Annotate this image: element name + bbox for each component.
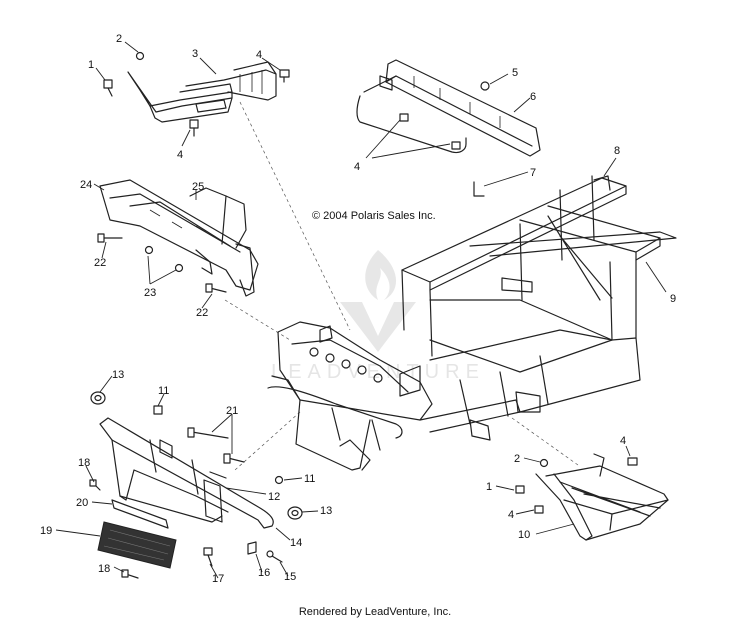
bolt-icon <box>205 283 227 293</box>
bolt-icon <box>279 69 290 83</box>
clip-icon <box>247 541 257 555</box>
copyright-text: © 2004 Polaris Sales Inc. <box>312 210 436 222</box>
callout-18: 18 <box>78 457 90 469</box>
bolt-icon <box>189 119 199 137</box>
bolt-icon <box>97 233 123 243</box>
nut-icon <box>174 263 184 273</box>
bolt-icon <box>627 457 638 466</box>
plug-icon <box>90 391 106 405</box>
callout-18: 18 <box>98 563 110 575</box>
callout-13: 13 <box>112 369 124 381</box>
screw-icon <box>89 479 101 491</box>
callout-6: 6 <box>530 91 536 103</box>
callout-11: 11 <box>304 473 315 485</box>
callout-12: 12 <box>268 491 280 503</box>
reference-line <box>234 411 301 471</box>
bolt-icon <box>399 113 409 122</box>
nut-icon <box>274 475 284 485</box>
callout-24: 24 <box>80 179 92 191</box>
nut-icon <box>539 458 549 468</box>
reference-line <box>224 299 291 341</box>
callout-4: 4 <box>177 149 183 161</box>
part-24-25-bracket-assembly <box>99 179 259 297</box>
callout-15: 15 <box>284 571 296 583</box>
nut-icon <box>480 81 490 91</box>
callout-20: 20 <box>76 497 88 509</box>
callout-22: 22 <box>196 307 208 319</box>
callout-17: 17 <box>212 573 224 585</box>
bolt-icon <box>187 427 229 439</box>
reference-line <box>239 101 351 331</box>
nut-icon <box>144 245 154 255</box>
callout-4: 4 <box>256 49 262 61</box>
callout-3: 3 <box>192 48 198 60</box>
bolt-icon <box>534 505 544 514</box>
callouts: 1 2 3 4 4 5 6 4 7 8 24 25 22 23 22 9 13 … <box>40 33 676 585</box>
reference-line <box>511 417 579 466</box>
part-3-bracket-rail <box>127 61 277 123</box>
part-20-strip <box>111 499 169 529</box>
bolt-icon <box>223 453 245 464</box>
callout-7: 7 <box>530 167 536 179</box>
callout-13: 13 <box>320 505 332 517</box>
callout-19: 19 <box>40 525 52 537</box>
callout-10: 10 <box>518 529 530 541</box>
callout-25: 25 <box>192 181 204 193</box>
watermark-text: LEADVENTURE <box>271 361 485 383</box>
part-6-seat-frame <box>356 59 541 157</box>
callout-23: 23 <box>144 287 156 299</box>
part-8-rail <box>593 175 611 191</box>
callout-5: 5 <box>512 67 518 79</box>
footer-credit: Rendered by LeadVenture, Inc. <box>298 606 452 618</box>
callout-16: 16 <box>258 567 270 579</box>
nut-icon <box>135 51 145 61</box>
callout-4: 4 <box>508 509 514 521</box>
nut-icon <box>153 405 163 415</box>
callout-9: 9 <box>670 293 676 305</box>
part-10-rear-rack <box>535 453 669 541</box>
plug-icon <box>287 506 303 520</box>
callout-4: 4 <box>354 161 360 173</box>
callout-8: 8 <box>614 145 620 157</box>
part-19-grille <box>97 521 177 569</box>
bolt-icon <box>515 485 525 494</box>
pin-icon <box>473 181 485 197</box>
callout-1: 1 <box>486 481 492 493</box>
callout-4: 4 <box>620 435 626 447</box>
screw-icon <box>266 550 283 563</box>
screw-icon <box>121 569 139 579</box>
callout-11: 11 <box>158 385 169 397</box>
leader-lines <box>55 41 667 579</box>
main-frame <box>267 175 677 471</box>
callout-21: 21 <box>226 405 238 417</box>
callout-1: 1 <box>88 59 94 71</box>
bolt-icon <box>451 141 461 150</box>
callout-22: 22 <box>94 257 106 269</box>
callout-2: 2 <box>514 453 520 465</box>
callout-14: 14 <box>290 537 302 549</box>
bolt-icon <box>103 79 113 97</box>
flame-logo-icon <box>340 250 416 352</box>
part-12-14-front-bumper <box>99 417 274 529</box>
watermark: LEADVENTURE <box>271 250 485 383</box>
callout-2: 2 <box>116 33 122 45</box>
screw-icon <box>203 547 213 567</box>
